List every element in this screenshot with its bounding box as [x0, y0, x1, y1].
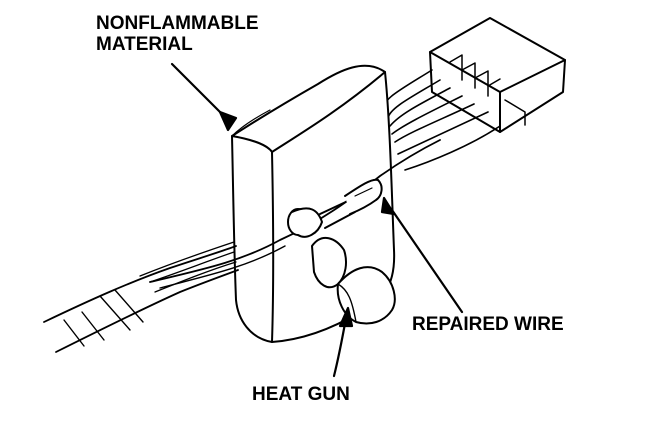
leader-nonflammable — [170, 62, 238, 132]
heat-gun-label: HEAT GUN — [252, 384, 350, 405]
wire-bundle-lower — [43, 241, 239, 353]
repaired-wire-label: REPAIRED WIRE — [412, 314, 564, 335]
connector — [429, 17, 566, 133]
leader-repaired-wire — [380, 196, 464, 314]
nonflammable-material-label: NONFLAMMABLE MATERIAL — [96, 13, 259, 55]
heat-shrink-tube — [287, 178, 383, 238]
nonflammable-label-line1: NONFLAMMABLE — [96, 13, 259, 34]
leader-heat-gun — [332, 306, 354, 378]
nonflammable-label-line2: MATERIAL — [96, 34, 193, 55]
heat-gun — [311, 236, 396, 325]
wire-bundle-upper — [383, 69, 501, 171]
